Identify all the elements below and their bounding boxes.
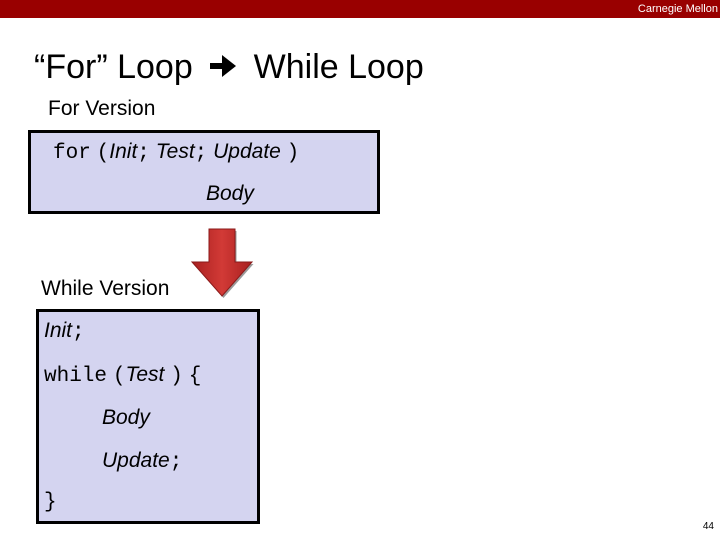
test-term: Test <box>155 140 195 163</box>
title-right: While Loop <box>253 47 424 86</box>
open-brace: { <box>188 365 202 388</box>
for-version-label: For Version <box>48 97 156 120</box>
test-term: Test <box>125 363 165 386</box>
init-term: Init <box>44 319 73 342</box>
close-paren: ) <box>170 365 183 388</box>
open-paren: ( <box>112 365 126 388</box>
semicolon: ; <box>137 142 150 165</box>
init-term: Init <box>109 140 138 163</box>
while-update-line: Update; <box>102 448 182 476</box>
title-left: “For” Loop <box>34 47 193 86</box>
body-term: Body <box>102 406 150 429</box>
right-arrow-icon <box>210 44 237 88</box>
brand-name: Carnegie Mellon <box>637 3 718 15</box>
for-header-line: for (Init; Test; Update ) <box>53 139 299 167</box>
close-brace: } <box>44 491 57 514</box>
semicolon: ; <box>194 142 208 165</box>
body-term: Body <box>206 182 254 205</box>
semicolon: ; <box>72 321 85 344</box>
down-arrow-icon <box>190 228 254 305</box>
for-keyword: for <box>53 142 91 165</box>
while-loop-code-box: Init; while (Test ) { Body Update; } <box>36 309 260 524</box>
semicolon: ; <box>169 451 183 474</box>
open-paren: ( <box>96 142 110 165</box>
while-header-line: while (Test ) { <box>44 362 201 390</box>
page-number: 44 <box>702 521 714 532</box>
slide-title: “For” Loop While Loop <box>34 44 424 94</box>
update-term: Update <box>102 449 170 472</box>
while-init-line: Init; <box>44 318 85 346</box>
update-term: Update <box>213 140 281 163</box>
close-paren: ) <box>286 142 300 165</box>
while-version-label: While Version <box>41 277 170 300</box>
for-loop-code-box: for (Init; Test; Update ) Body <box>28 130 380 214</box>
while-keyword: while <box>44 365 108 388</box>
header-bar: Carnegie Mellon <box>0 0 720 18</box>
